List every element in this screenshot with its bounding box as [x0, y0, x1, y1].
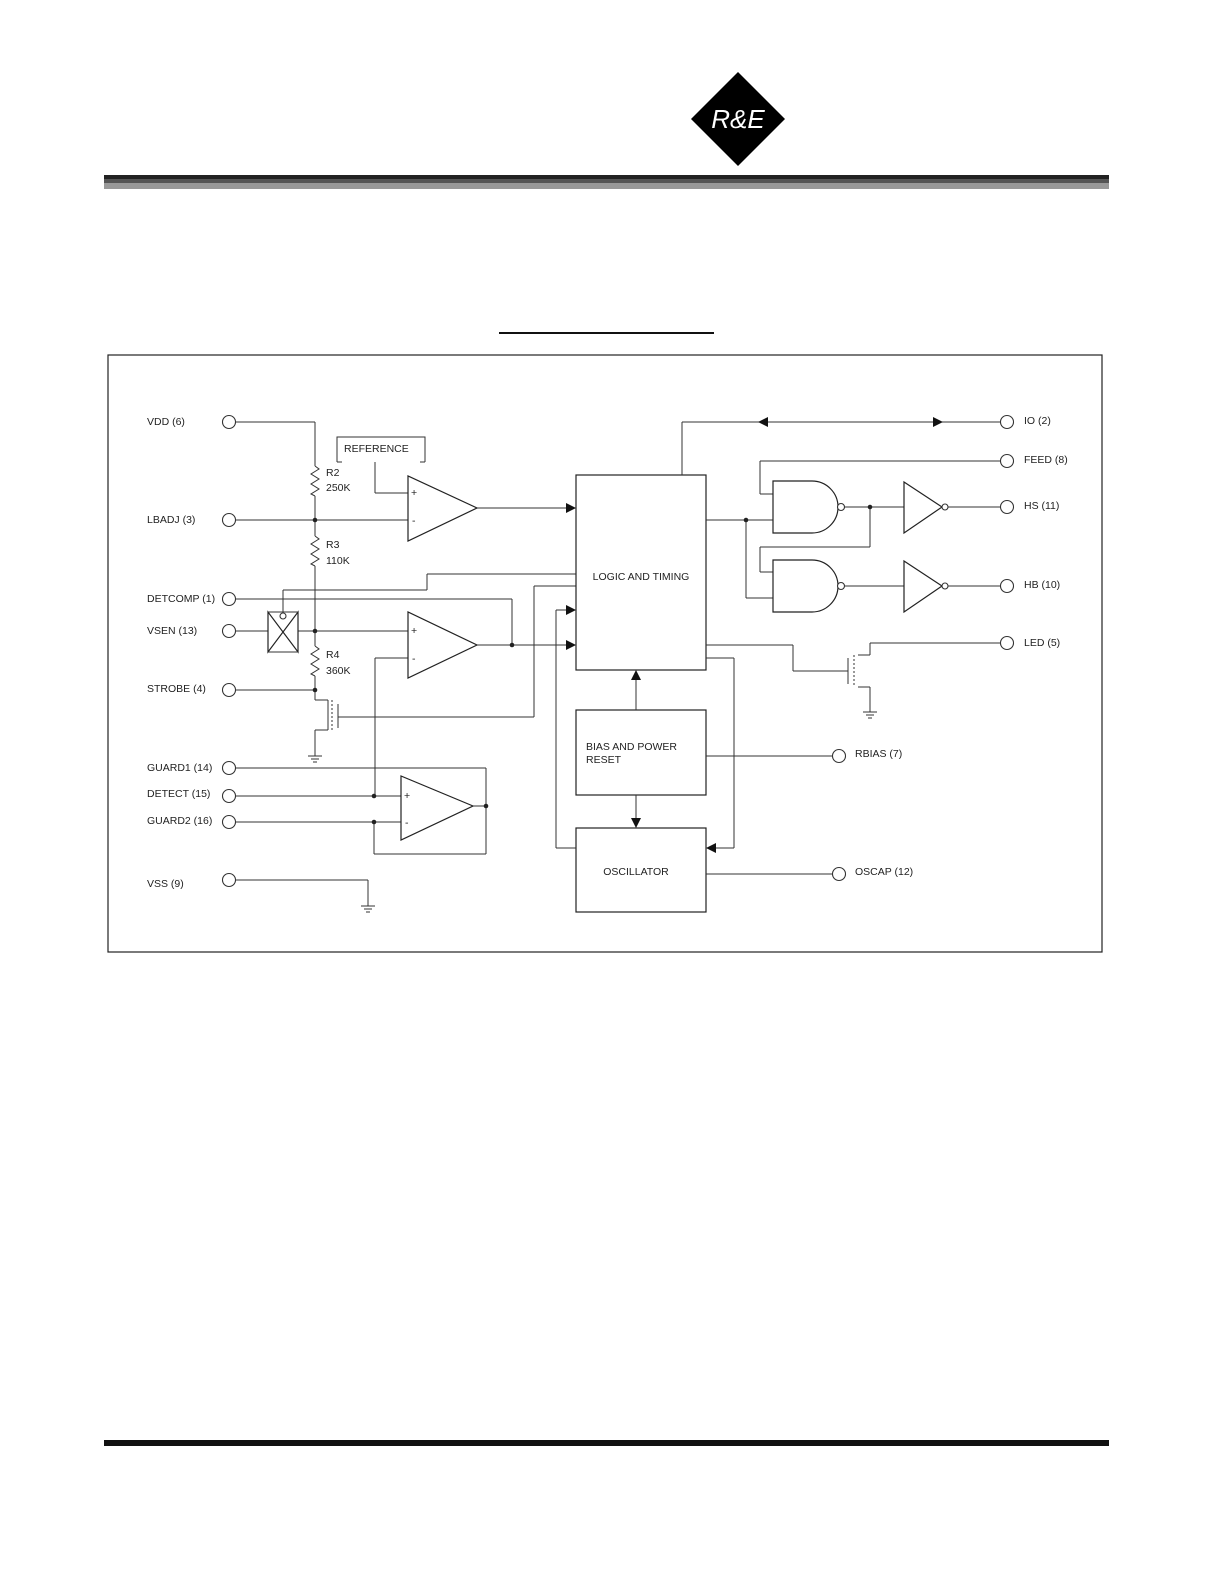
pin-guard2	[221, 814, 237, 830]
logo-text: R&E	[711, 104, 765, 134]
pin-label-vss: VSS (9)	[147, 878, 184, 890]
ground-icon	[361, 905, 375, 913]
pin-label-detcomp: DETCOMP (1)	[147, 593, 215, 605]
opamp-minus-sign: -	[412, 515, 416, 527]
pin-label-vdd: VDD (6)	[147, 416, 185, 428]
pin-rbias	[831, 748, 847, 764]
header-rule	[104, 175, 1109, 189]
ground-icon	[308, 755, 322, 763]
nand-gate-2-icon	[772, 559, 846, 613]
ground-icon	[863, 711, 877, 719]
pin-label-strobe: STROBE (4)	[147, 683, 206, 695]
pin-label-oscap: OSCAP (12)	[855, 866, 913, 878]
pin-label-io: IO (2)	[1024, 415, 1051, 427]
logic-and-timing-label: LOGIC AND TIMING	[593, 571, 690, 583]
pin-feed	[999, 453, 1015, 469]
junction-dots	[312, 504, 873, 825]
oscillator-label: OSCILLATOR	[603, 866, 669, 878]
bias-label-line2: RESET	[586, 754, 622, 766]
pin-led	[999, 635, 1015, 651]
pin-lbadj	[221, 512, 237, 528]
pin-label-detect: DETECT (15)	[147, 788, 210, 800]
guard-amplifier-icon: + -	[400, 775, 475, 841]
pin-label-guard2: GUARD2 (16)	[147, 815, 212, 827]
resistor-r4-value: 360K	[326, 665, 351, 677]
pin-strobe	[221, 682, 237, 698]
pin-io	[999, 414, 1015, 430]
pin-label-vsen: VSEN (13)	[147, 625, 197, 637]
pin-detect	[221, 788, 237, 804]
pin-guard1	[221, 760, 237, 776]
diagram-frame	[107, 354, 1103, 953]
company-logo: R&E	[690, 71, 786, 167]
resistor-r4-name: R4	[326, 649, 340, 661]
logic-and-timing-block	[575, 474, 707, 671]
comparator-1-icon: + -	[407, 475, 479, 542]
resistor-r2-value: 250K	[326, 482, 351, 494]
opamp-plus-sign: +	[411, 625, 417, 637]
title-underline	[499, 332, 714, 334]
resistor-r3-value: 110K	[326, 555, 350, 567]
pin-detcomp	[221, 591, 237, 607]
reference-block: REFERENCE	[336, 436, 426, 463]
pin-label-lbadj: LBADJ (3)	[147, 514, 195, 526]
pin-hs	[999, 499, 1015, 515]
inverter-2-icon	[903, 559, 949, 614]
bias-and-power-reset-block	[575, 709, 707, 796]
pin-vdd	[221, 414, 237, 430]
pin-vss	[221, 872, 237, 888]
opamp-plus-sign: +	[404, 790, 410, 802]
pin-label-rbias: RBIAS (7)	[855, 748, 902, 760]
opamp-plus-sign: +	[411, 487, 417, 499]
resistor-r4-icon	[309, 645, 320, 677]
pin-vsen	[221, 623, 237, 639]
pin-label-hb: HB (10)	[1024, 579, 1060, 591]
transmission-gate-icon	[267, 610, 299, 654]
resistor-r2-icon	[309, 465, 320, 497]
pin-hb	[999, 578, 1015, 594]
comparator-2-icon: + -	[407, 611, 479, 679]
pin-oscap	[831, 866, 847, 882]
oscillator-block	[575, 827, 707, 913]
pin-label-guard1: GUARD1 (14)	[147, 762, 212, 774]
pin-label-feed: FEED (8)	[1024, 454, 1068, 466]
reference-label: REFERENCE	[344, 443, 409, 455]
resistor-r3-icon	[309, 535, 320, 567]
bias-label-line1: BIAS AND POWER	[586, 741, 677, 753]
nand-gate-1-icon	[772, 480, 846, 534]
resistor-r2-name: R2	[326, 467, 340, 479]
pin-label-hs: HS (11)	[1024, 500, 1059, 512]
resistor-r3-name: R3	[326, 539, 340, 551]
inverter-1-icon	[903, 480, 949, 535]
opamp-minus-sign: -	[412, 653, 416, 665]
footer-rule	[104, 1440, 1109, 1446]
pin-label-led: LED (5)	[1024, 637, 1060, 649]
opamp-minus-sign: -	[405, 817, 409, 829]
signal-arrows	[566, 417, 943, 853]
wires-center	[555, 421, 1000, 875]
